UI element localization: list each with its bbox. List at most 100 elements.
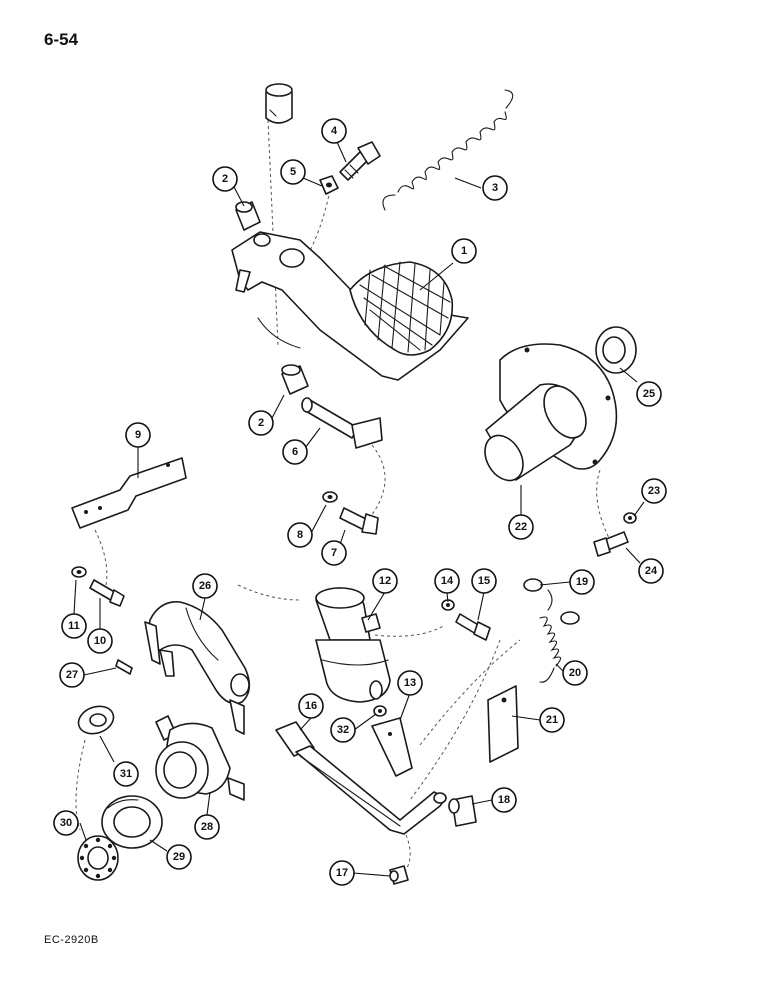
- bracket-13: [371, 717, 413, 777]
- svg-text:2: 2: [258, 417, 264, 429]
- retaining-ring-31: [77, 705, 115, 735]
- callout-31: 31: [113, 761, 139, 787]
- svg-text:8: 8: [297, 529, 303, 541]
- lever-16: [275, 721, 447, 835]
- seal-25: [595, 326, 637, 374]
- bushing-2-lower: [281, 364, 309, 395]
- svg-text:27: 27: [66, 669, 78, 681]
- washer-14: [441, 599, 455, 611]
- svg-text:19: 19: [576, 576, 588, 588]
- callout-21: 21: [539, 707, 565, 733]
- svg-text:6: 6: [292, 446, 298, 458]
- callout-22: 22: [508, 514, 534, 540]
- plate-21: [487, 685, 519, 763]
- cylinder-12: [315, 587, 391, 703]
- callout-23: 23: [641, 478, 667, 504]
- nut-32: [373, 705, 387, 717]
- callout-32: 32: [330, 717, 356, 743]
- callout-12: 12: [372, 568, 398, 594]
- callout-3: 3: [482, 175, 508, 201]
- callout-20: 20: [562, 660, 588, 686]
- bearing-carrier-28: [155, 715, 245, 801]
- callout-7: 7: [321, 540, 347, 566]
- svg-text:14: 14: [441, 575, 454, 587]
- svg-text:7: 7: [331, 547, 337, 559]
- svg-text:28: 28: [201, 821, 213, 833]
- callout-13: 13: [397, 670, 423, 696]
- svg-text:25: 25: [643, 388, 655, 400]
- callout-24: 24: [638, 558, 664, 584]
- callout-30: 30: [53, 810, 79, 836]
- callout-18: 18: [491, 787, 517, 813]
- callout-15: 15: [471, 568, 497, 594]
- svg-text:17: 17: [336, 867, 348, 879]
- callout-25: 25: [636, 381, 662, 407]
- bolt-24: [593, 531, 629, 557]
- svg-text:2: 2: [222, 173, 228, 185]
- bracket-9: [71, 457, 187, 529]
- svg-text:1: 1: [461, 245, 467, 257]
- svg-text:4: 4: [331, 125, 338, 137]
- svg-text:31: 31: [120, 768, 132, 780]
- grease-fitting-17: [389, 865, 409, 885]
- callout-17: 17: [329, 860, 355, 886]
- page-number: 6-54: [44, 30, 79, 49]
- bolt-10: [89, 579, 125, 607]
- svg-text:5: 5: [290, 166, 296, 178]
- callout-2-upper: 2: [212, 166, 238, 192]
- bushing-2-upper: [235, 201, 261, 231]
- svg-text:32: 32: [337, 724, 349, 736]
- callout-2-lower: 2: [248, 410, 274, 436]
- leader-lines: [73, 141, 645, 877]
- svg-text:29: 29: [173, 851, 185, 863]
- release-fork-26: [144, 601, 251, 735]
- washer-8: [322, 491, 338, 503]
- svg-text:20: 20: [569, 667, 581, 679]
- callout-28: 28: [194, 814, 220, 840]
- ball-bearing-30: [77, 835, 119, 881]
- return-spring-3: [382, 89, 514, 211]
- release-bearing-guide-22: [484, 343, 618, 482]
- svg-text:30: 30: [60, 817, 72, 829]
- svg-text:18: 18: [498, 794, 510, 806]
- callout-1: 1: [451, 238, 477, 264]
- svg-text:16: 16: [305, 700, 317, 712]
- callout-14: 14: [434, 568, 460, 594]
- svg-text:10: 10: [94, 635, 106, 647]
- tension-spring-20: [539, 589, 562, 683]
- callout-27: 27: [59, 662, 85, 688]
- spring-clip-19: [523, 578, 580, 625]
- callout-9: 9: [125, 422, 151, 448]
- callouts: 1 2 2 3 4 5 6 7 8 9 10 11 12 13 14 15 16…: [53, 118, 667, 886]
- callout-4: 4: [321, 118, 347, 144]
- pin-6: [301, 397, 383, 449]
- callout-16: 16: [298, 693, 324, 719]
- roll-pin-27: [115, 659, 133, 675]
- pedal-shaft-stub: [265, 83, 293, 124]
- callout-11: 11: [61, 613, 87, 639]
- svg-text:11: 11: [68, 620, 80, 632]
- callout-29: 29: [166, 844, 192, 870]
- svg-text:12: 12: [379, 575, 391, 587]
- svg-text:13: 13: [404, 677, 416, 689]
- svg-text:21: 21: [546, 714, 558, 726]
- svg-text:3: 3: [492, 182, 498, 194]
- callout-8: 8: [287, 522, 313, 548]
- bolt-4: [339, 141, 381, 181]
- callout-26: 26: [192, 573, 218, 599]
- svg-text:15: 15: [478, 575, 490, 587]
- washer-23: [623, 512, 637, 524]
- bolt-7: [339, 507, 379, 535]
- nut-5: [319, 175, 339, 195]
- svg-text:9: 9: [135, 429, 141, 441]
- svg-text:23: 23: [648, 485, 660, 497]
- callout-6: 6: [282, 439, 308, 465]
- clutch-pedal-1: [231, 231, 469, 381]
- bolt-15: [455, 613, 491, 641]
- assembly-guide-lines: [75, 119, 611, 876]
- callout-5: 5: [280, 159, 306, 185]
- svg-text:24: 24: [645, 565, 658, 577]
- release-bearing-29: [101, 795, 163, 849]
- callout-19: 19: [569, 569, 595, 595]
